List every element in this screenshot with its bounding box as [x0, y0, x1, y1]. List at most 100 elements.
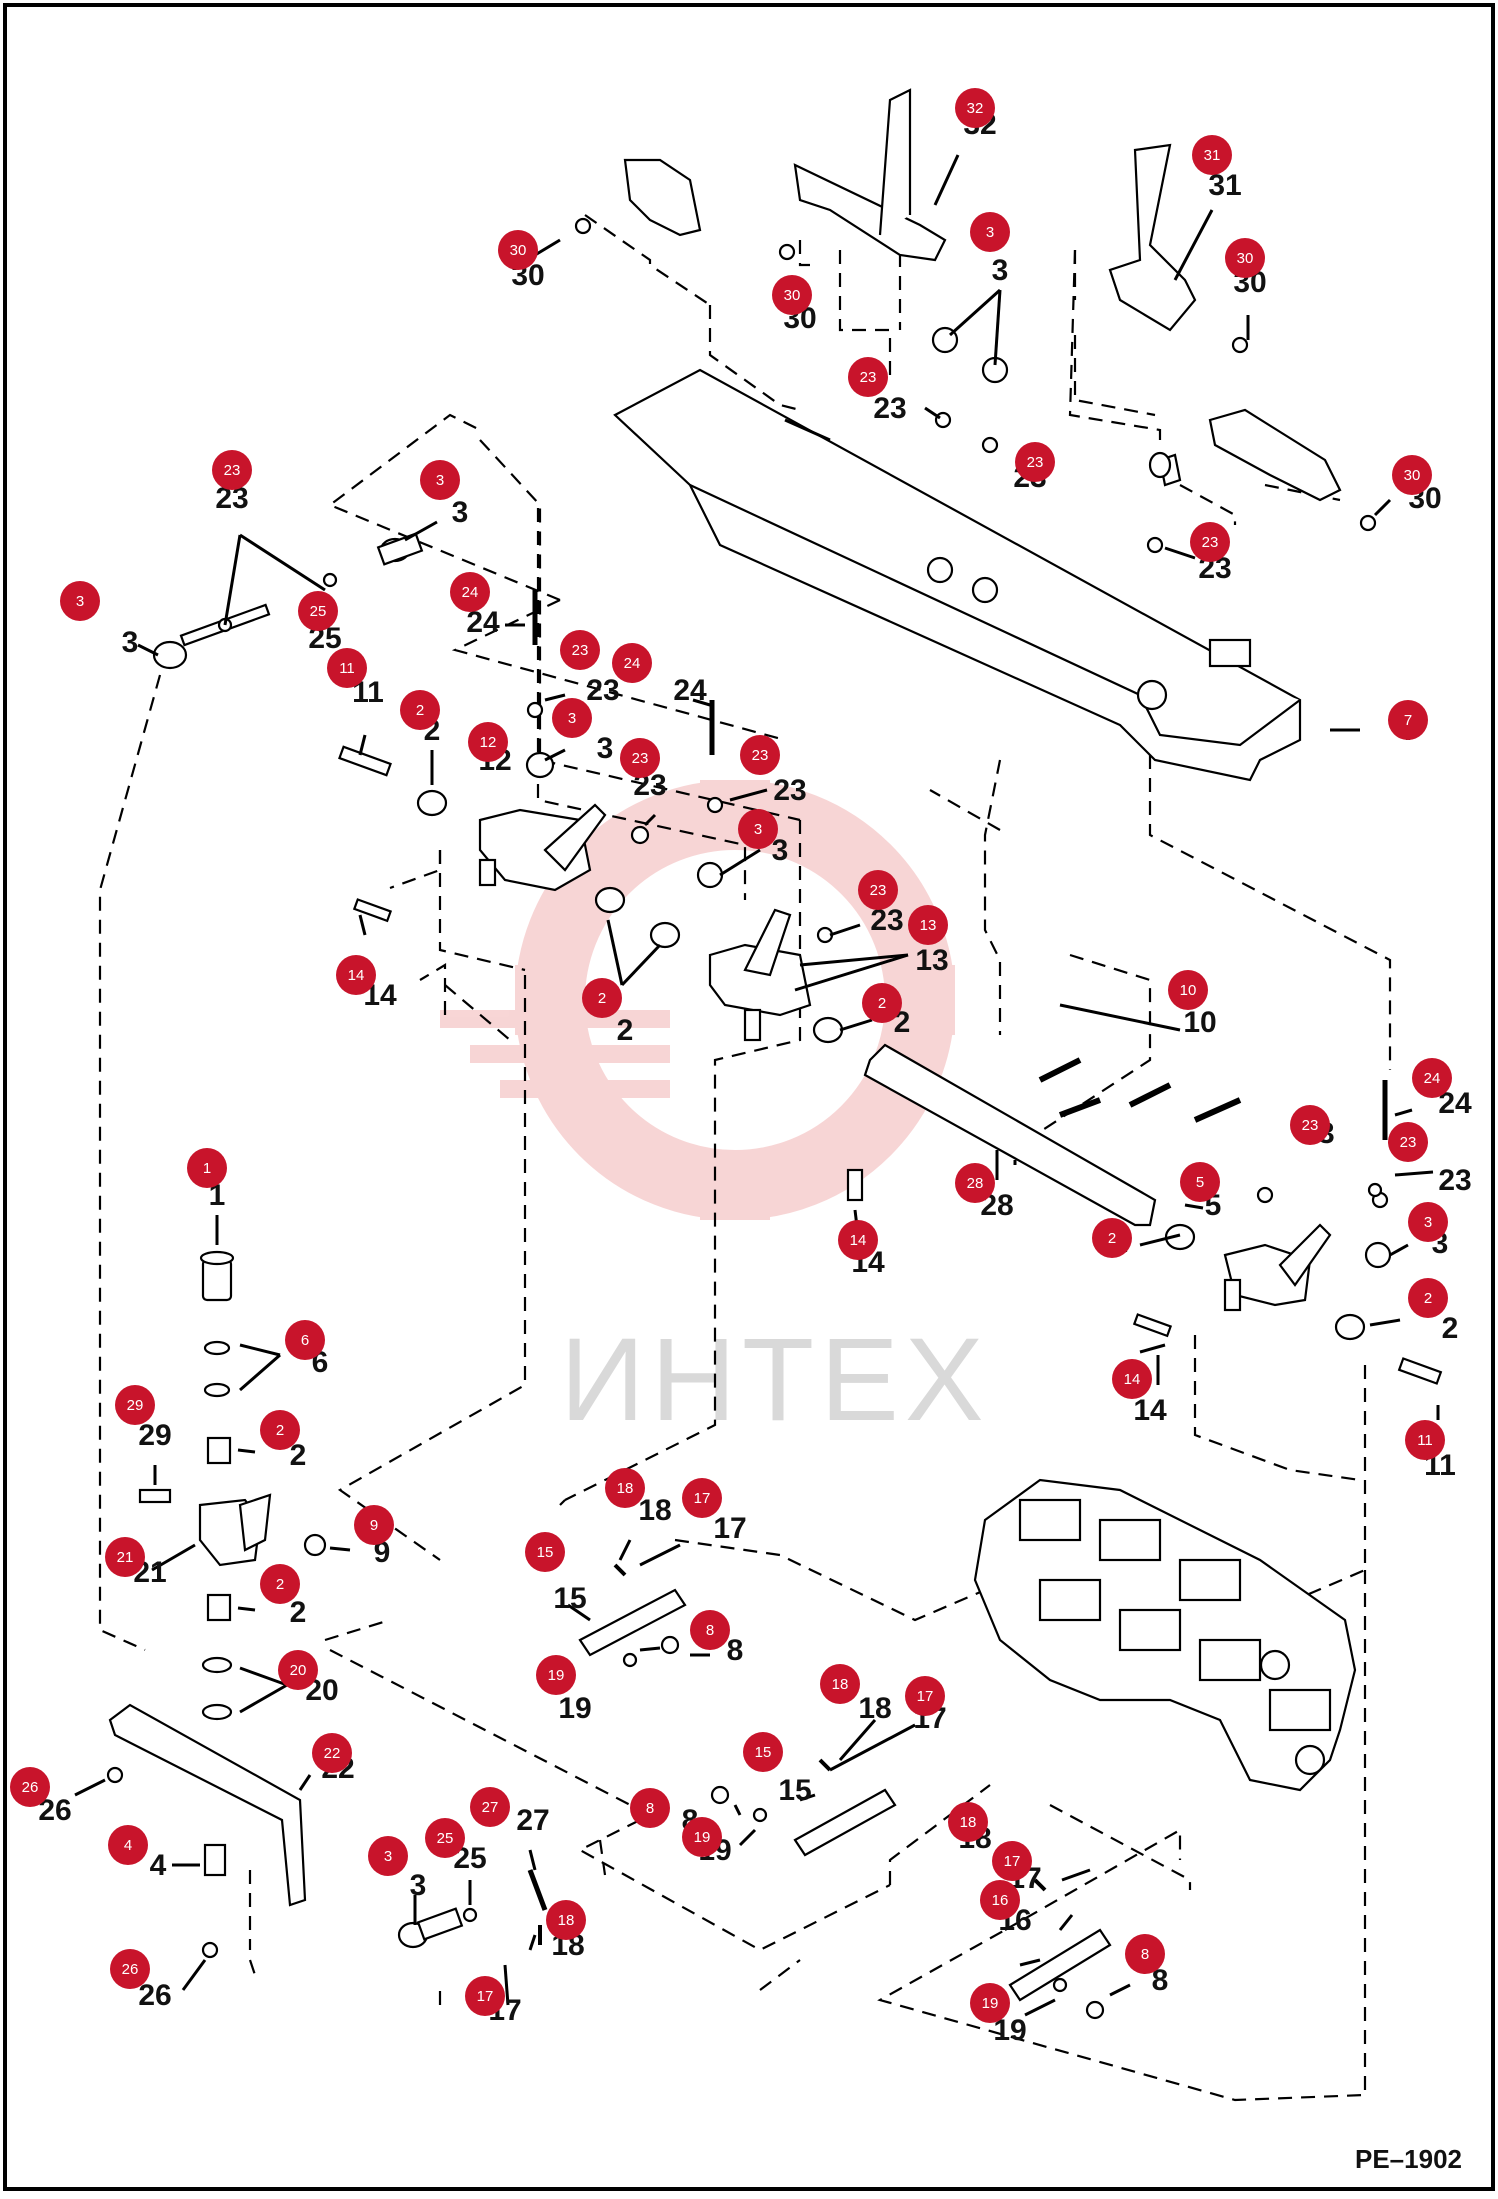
badge-number: 2	[878, 995, 886, 1012]
part-badge: 15	[525, 1532, 565, 1572]
badge-circle	[400, 690, 440, 730]
part-badge: 14	[838, 1220, 878, 1260]
badge-circle	[552, 698, 592, 738]
badge-circle	[354, 1505, 394, 1545]
pins	[538, 1563, 1047, 1945]
part-badge: 10	[1168, 970, 1208, 1010]
callout-1: 11	[187, 1148, 227, 1212]
badge-number: 32	[967, 100, 984, 117]
badge-circle	[992, 1841, 1032, 1881]
badge-number: 17	[477, 1988, 494, 2005]
badge-number: 17	[917, 1688, 934, 1705]
badge-number: 28	[967, 1175, 984, 1192]
badge-number: 14	[348, 967, 365, 984]
part-number-label: 24	[673, 674, 707, 707]
part-number-label: 2	[290, 1439, 307, 1472]
badge-circle	[450, 572, 490, 612]
badge-circle	[420, 460, 460, 500]
part-badge: 24	[450, 572, 490, 612]
badge-number: 19	[694, 1829, 711, 1846]
badge-circle	[948, 1802, 988, 1842]
badge-circle	[738, 809, 778, 849]
badge-circle	[1290, 1105, 1330, 1145]
part-badge: 6	[285, 1320, 325, 1360]
part-badge: 19	[536, 1655, 576, 1695]
badge-number: 2	[276, 1422, 284, 1439]
part-badge: 3	[1408, 1202, 1448, 1242]
part-badge: 13	[908, 905, 948, 945]
part-badge: 22	[312, 1733, 352, 1773]
part-badge: 2	[260, 1410, 300, 1450]
badge-number: 25	[310, 603, 327, 620]
part-badge: 29	[115, 1385, 155, 1425]
part-number-label: 23	[586, 674, 619, 707]
badge-circle	[970, 1983, 1010, 2023]
part-badge: 19	[970, 1983, 1010, 2023]
badge-number: 9	[370, 1517, 378, 1534]
part-number-label: 3	[122, 626, 139, 659]
badge-circle	[212, 450, 252, 490]
part-number-label: 1	[209, 1179, 226, 1212]
badge-number: 8	[1141, 1946, 1149, 1963]
part-badge: 31	[1192, 135, 1232, 175]
part-number-label: 8	[1152, 1964, 1169, 1997]
badge-number: 13	[920, 917, 937, 934]
callout-2: 22	[862, 983, 910, 1039]
shaft	[863, 1043, 1157, 1227]
callout-24: 24 24	[612, 643, 707, 707]
control-rods	[527, 590, 1388, 1911]
badge-circle	[1125, 1934, 1165, 1974]
badge-number: 2	[598, 990, 606, 1007]
part-badge: 23	[560, 630, 600, 670]
badge-number: 11	[1417, 1432, 1433, 1449]
badge-number: 16	[992, 1892, 1009, 1909]
badge-circle	[740, 735, 780, 775]
part-badge: 4	[108, 1825, 148, 1865]
badge-number: 15	[537, 1544, 554, 1561]
badge-number: 5	[1196, 1174, 1204, 1191]
badge-circle	[848, 357, 888, 397]
part-badge: 14	[336, 955, 376, 995]
part-badge: 24	[612, 643, 652, 683]
badge-number: 3	[436, 472, 444, 489]
callout-3: 33	[1408, 1202, 1448, 1260]
badge-circle	[1412, 1058, 1452, 1098]
part-badge: 21	[105, 1537, 145, 1577]
badge-circle	[682, 1817, 722, 1857]
badge-number: 21	[117, 1549, 134, 1566]
part-badge: 3	[552, 698, 592, 738]
badge-number: 20	[290, 1662, 307, 1679]
part-number-label: 23	[773, 774, 806, 807]
badge-circle	[498, 230, 538, 270]
part-badge: 19	[682, 1817, 722, 1857]
badge-circle	[682, 1478, 722, 1518]
bushings	[206, 789, 1366, 1622]
studs	[1038, 1057, 1242, 1123]
callout-5: 55	[1180, 1162, 1221, 1222]
part-badge: 18	[820, 1664, 860, 1704]
badge-circle	[10, 1767, 50, 1807]
part-number-label: 2	[290, 1596, 307, 1629]
part-badge: 25	[425, 1818, 465, 1858]
badge-circle	[1180, 1162, 1220, 1202]
part-badge: 23	[1015, 442, 1055, 482]
badge-circle	[690, 1610, 730, 1650]
badge-circle	[1408, 1202, 1448, 1242]
drawing-code: PE–1902	[1355, 2144, 1462, 2174]
badge-circle	[1192, 135, 1232, 175]
badge-circle	[108, 1825, 148, 1865]
badge-circle	[60, 581, 100, 621]
part-badge: 2	[862, 983, 902, 1023]
